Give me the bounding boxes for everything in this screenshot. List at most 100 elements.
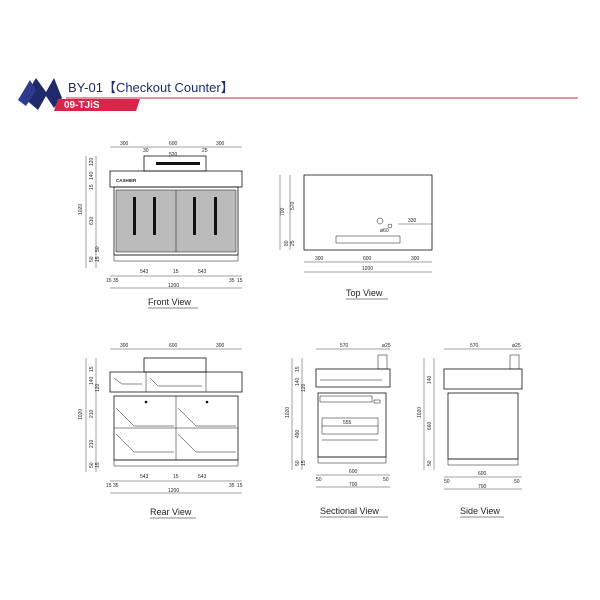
rear-slope bbox=[115, 433, 174, 453]
front-left-dim: 15 bbox=[89, 184, 95, 190]
section-top-shelf bbox=[315, 368, 391, 388]
top-left-dim: 25 bbox=[290, 240, 296, 246]
front-inner-dim: 520 bbox=[169, 152, 178, 158]
brand-logo bbox=[18, 78, 62, 110]
front-view-label: Front View bbox=[148, 297, 191, 307]
top-total-dim: 1200 bbox=[362, 266, 373, 272]
front-sign: CASHIER bbox=[116, 178, 137, 183]
front-bottom-dim: 543 bbox=[140, 269, 149, 275]
side-top-dim: ø25 bbox=[512, 343, 521, 349]
rear-top-dim: 300 bbox=[216, 343, 225, 349]
section-left-dim: 50 bbox=[295, 460, 301, 466]
rear-left-dim: 15 bbox=[89, 366, 95, 372]
section-bottom-dim: 50 bbox=[316, 477, 322, 483]
top-detail-dim: 330 bbox=[408, 218, 417, 224]
front-view: CASHIER 300 600 300 30 520 25 15 35 543 … bbox=[78, 141, 243, 309]
header: BY-01【Checkout Counter】 09-TJiS bbox=[18, 78, 578, 111]
front-left-dim: 140 bbox=[89, 171, 95, 180]
front-bottom-dim: 35 bbox=[229, 278, 235, 284]
sheet-title: BY-01【Checkout Counter】 bbox=[68, 80, 234, 95]
code-tab bbox=[54, 99, 140, 111]
rear-left-dim: 50 bbox=[89, 462, 95, 468]
top-view: 330 ø60 700 570 25 80 300 600 300 1200 T… bbox=[279, 174, 433, 300]
rear-top-shelf bbox=[109, 371, 243, 393]
front-bottom-dim: 15 bbox=[173, 269, 179, 275]
rear-bottom-dim: 15 bbox=[106, 483, 112, 489]
side-view-label: Side View bbox=[460, 506, 500, 516]
front-top-dim: 300 bbox=[216, 141, 225, 147]
section-bottom-dim: 50 bbox=[383, 477, 389, 483]
sectional-view: 555 570 ø25 50 600 50 700 1020 15 140 12… bbox=[285, 343, 391, 518]
side-left-dim: 660 bbox=[427, 421, 433, 430]
side-body bbox=[447, 392, 519, 460]
side-left-dim: 1020 bbox=[417, 407, 423, 418]
side-bottom-dim: 50 bbox=[444, 479, 450, 485]
rear-bottom-dim: 35 bbox=[113, 483, 119, 489]
section-top-dim: ø25 bbox=[382, 343, 391, 349]
section-detail bbox=[373, 399, 381, 404]
top-dim: 300 bbox=[315, 256, 324, 262]
sheet-code: 09-TJiS bbox=[64, 100, 100, 111]
top-left-dim: 80 bbox=[284, 240, 290, 246]
rear-bottom-dim: 35 bbox=[229, 483, 235, 489]
front-left-dim: 15 bbox=[95, 256, 101, 262]
side-view: 570 ø25 50 600 50 700 1020 140 660 50 Si… bbox=[417, 343, 523, 518]
top-dim: 600 bbox=[363, 256, 372, 262]
rear-left-dim: 120 bbox=[95, 383, 101, 392]
rear-view-label: Rear View bbox=[150, 507, 192, 517]
front-bottom-dim: 543 bbox=[198, 269, 207, 275]
front-inner-dim: 30 bbox=[143, 148, 149, 154]
top-hole bbox=[376, 217, 384, 225]
front-top-dim: 600 bbox=[169, 141, 178, 147]
section-left-dim: 15 bbox=[295, 366, 301, 372]
section-left-dim: 140 bbox=[295, 377, 301, 386]
rear-left-dim: 210 bbox=[89, 439, 95, 448]
sectional-view-label: Sectional View bbox=[320, 506, 379, 516]
section-left-dim: 1020 bbox=[285, 407, 291, 418]
front-slot bbox=[156, 162, 200, 165]
rear-plinth bbox=[113, 459, 239, 467]
top-outline bbox=[303, 174, 433, 251]
section-body bbox=[317, 392, 387, 458]
front-handles bbox=[133, 197, 217, 235]
section-pole bbox=[377, 354, 388, 370]
top-left-dim: 570 bbox=[290, 201, 296, 210]
section-inner-dim: 555 bbox=[343, 420, 352, 426]
side-left-dim: 140 bbox=[427, 375, 433, 384]
rear-left-dim: 15 bbox=[95, 462, 101, 468]
rear-slope bbox=[115, 407, 174, 427]
side-top-dim: 570 bbox=[470, 343, 479, 349]
rear-top-dim: 600 bbox=[169, 343, 178, 349]
side-total-dim: 700 bbox=[478, 484, 487, 490]
rear-bottom-dim: 15 bbox=[173, 474, 179, 480]
rear-top-dim: 300 bbox=[120, 343, 129, 349]
rear-bottom-dim: 15 bbox=[237, 483, 243, 489]
section-top-dim: 570 bbox=[340, 343, 349, 349]
section-left-dim: 120 bbox=[301, 383, 307, 392]
rear-view: 300 600 300 15 35 543 15 543 35 15 1200 … bbox=[78, 343, 243, 519]
rear-left-dim: 1020 bbox=[78, 409, 84, 420]
section-plinth bbox=[317, 456, 387, 464]
side-pole bbox=[509, 354, 520, 370]
front-bottom-dim: 35 bbox=[113, 278, 119, 284]
top-slot bbox=[335, 235, 401, 244]
side-plinth bbox=[447, 458, 519, 466]
section-total-dim: 700 bbox=[349, 482, 358, 488]
rear-knob bbox=[144, 400, 148, 404]
front-left-dim: 1020 bbox=[78, 204, 84, 215]
top-left-dim: 700 bbox=[280, 207, 286, 216]
front-inner-dim: 25 bbox=[202, 148, 208, 154]
side-bottom-dim: 600 bbox=[478, 471, 487, 477]
top-detail-dim: ø60 bbox=[380, 228, 389, 234]
rear-bottom-dim: 543 bbox=[198, 474, 207, 480]
front-upper-panel bbox=[143, 155, 207, 172]
front-plinth bbox=[113, 254, 239, 262]
front-left-dim: 50 bbox=[89, 256, 95, 262]
front-top-dim: 300 bbox=[120, 141, 129, 147]
side-left-dim: 50 bbox=[427, 460, 433, 466]
rear-shelf-slope bbox=[113, 377, 142, 385]
rear-left-dim: 210 bbox=[89, 409, 95, 418]
front-left-dim: 120 bbox=[89, 157, 95, 166]
section-bottom-dim: 600 bbox=[349, 469, 358, 475]
